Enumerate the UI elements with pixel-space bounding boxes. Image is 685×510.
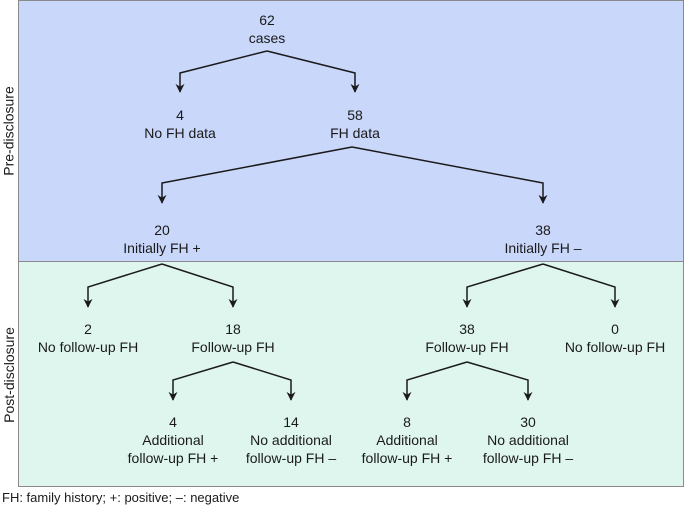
arrow-pos-followup-to-additional bbox=[168, 361, 234, 401]
arrow-cases-to-fh-data bbox=[266, 50, 360, 93]
node-count: 58 bbox=[347, 107, 363, 123]
pre-disclosure-panel bbox=[18, 0, 684, 262]
node-pos-followup: 18 Follow-up FH bbox=[191, 320, 274, 356]
arrow-pos-followup-to-no-additional bbox=[232, 361, 296, 401]
arrow-neg-followup-to-additional bbox=[402, 361, 468, 401]
node-label: Follow-up FH bbox=[191, 339, 275, 355]
arrow-neg-followup-to-no-additional bbox=[466, 361, 533, 401]
node-label: Follow-up FH bbox=[425, 339, 509, 355]
node-count: 4 bbox=[169, 414, 177, 430]
node-cases: 62 cases bbox=[249, 11, 286, 47]
node-count: 18 bbox=[225, 321, 241, 337]
node-label: No follow-up FH bbox=[564, 339, 666, 355]
node-fh-data: 58 FH data bbox=[330, 106, 380, 142]
arrow-fh-data-to-initially-neg bbox=[351, 146, 548, 204]
node-label-line2: follow-up FH – bbox=[482, 450, 574, 466]
node-label: No follow-up FH bbox=[37, 339, 139, 355]
node-label: cases bbox=[248, 30, 286, 46]
arrow-initially-neg-to-no-followup bbox=[542, 263, 620, 308]
arrow-initially-pos-to-no-followup bbox=[83, 263, 163, 308]
node-label-line2: follow-up FH + bbox=[361, 450, 453, 466]
arrow-fh-data-to-initially-pos bbox=[157, 146, 353, 204]
node-count: 4 bbox=[176, 107, 184, 123]
node-pos-no-followup: 2 No follow-up FH bbox=[38, 320, 138, 356]
node-count: 0 bbox=[611, 321, 619, 337]
node-count: 62 bbox=[259, 12, 275, 28]
node-initially-fh-negative: 38 Initially FH – bbox=[504, 221, 581, 257]
arrow-initially-neg-to-followup bbox=[462, 263, 544, 308]
node-neg-followup: 38 Follow-up FH bbox=[425, 320, 508, 356]
node-pos-no-additional: 14 No additional follow-up FH – bbox=[246, 413, 336, 467]
node-label-line1: No additional bbox=[250, 432, 332, 448]
node-count: 14 bbox=[283, 414, 299, 430]
footnote: FH: family history; +: positive; –: nega… bbox=[2, 490, 240, 505]
node-count: 20 bbox=[154, 222, 170, 238]
node-neg-additional: 8 Additional follow-up FH + bbox=[362, 413, 453, 467]
node-count: 30 bbox=[520, 414, 536, 430]
node-count: 2 bbox=[84, 321, 92, 337]
node-label-line1: Additional bbox=[376, 432, 438, 448]
post-disclosure-panel bbox=[18, 262, 684, 487]
node-label: No FH data bbox=[144, 125, 216, 141]
node-label-line2: follow-up FH – bbox=[245, 450, 337, 466]
node-count: 38 bbox=[459, 321, 475, 337]
node-label-line2: follow-up FH + bbox=[127, 450, 219, 466]
node-neg-no-additional: 30 No additional follow-up FH – bbox=[483, 413, 573, 467]
node-count: 8 bbox=[403, 414, 411, 430]
node-label: FH data bbox=[330, 125, 380, 141]
arrow-initially-pos-to-followup bbox=[161, 263, 238, 308]
arrow-cases-to-no-fh-data bbox=[175, 50, 268, 93]
node-neg-no-followup: 0 No follow-up FH bbox=[565, 320, 665, 356]
node-pos-additional: 4 Additional follow-up FH + bbox=[128, 413, 219, 467]
node-no-fh-data: 4 No FH data bbox=[144, 106, 216, 142]
node-label: Initially FH – bbox=[504, 240, 582, 256]
node-label-line1: No additional bbox=[487, 432, 569, 448]
node-initially-fh-positive: 20 Initially FH + bbox=[123, 221, 200, 257]
node-count: 38 bbox=[535, 222, 551, 238]
node-label: Initially FH + bbox=[123, 240, 201, 256]
node-label-line1: Additional bbox=[142, 432, 204, 448]
